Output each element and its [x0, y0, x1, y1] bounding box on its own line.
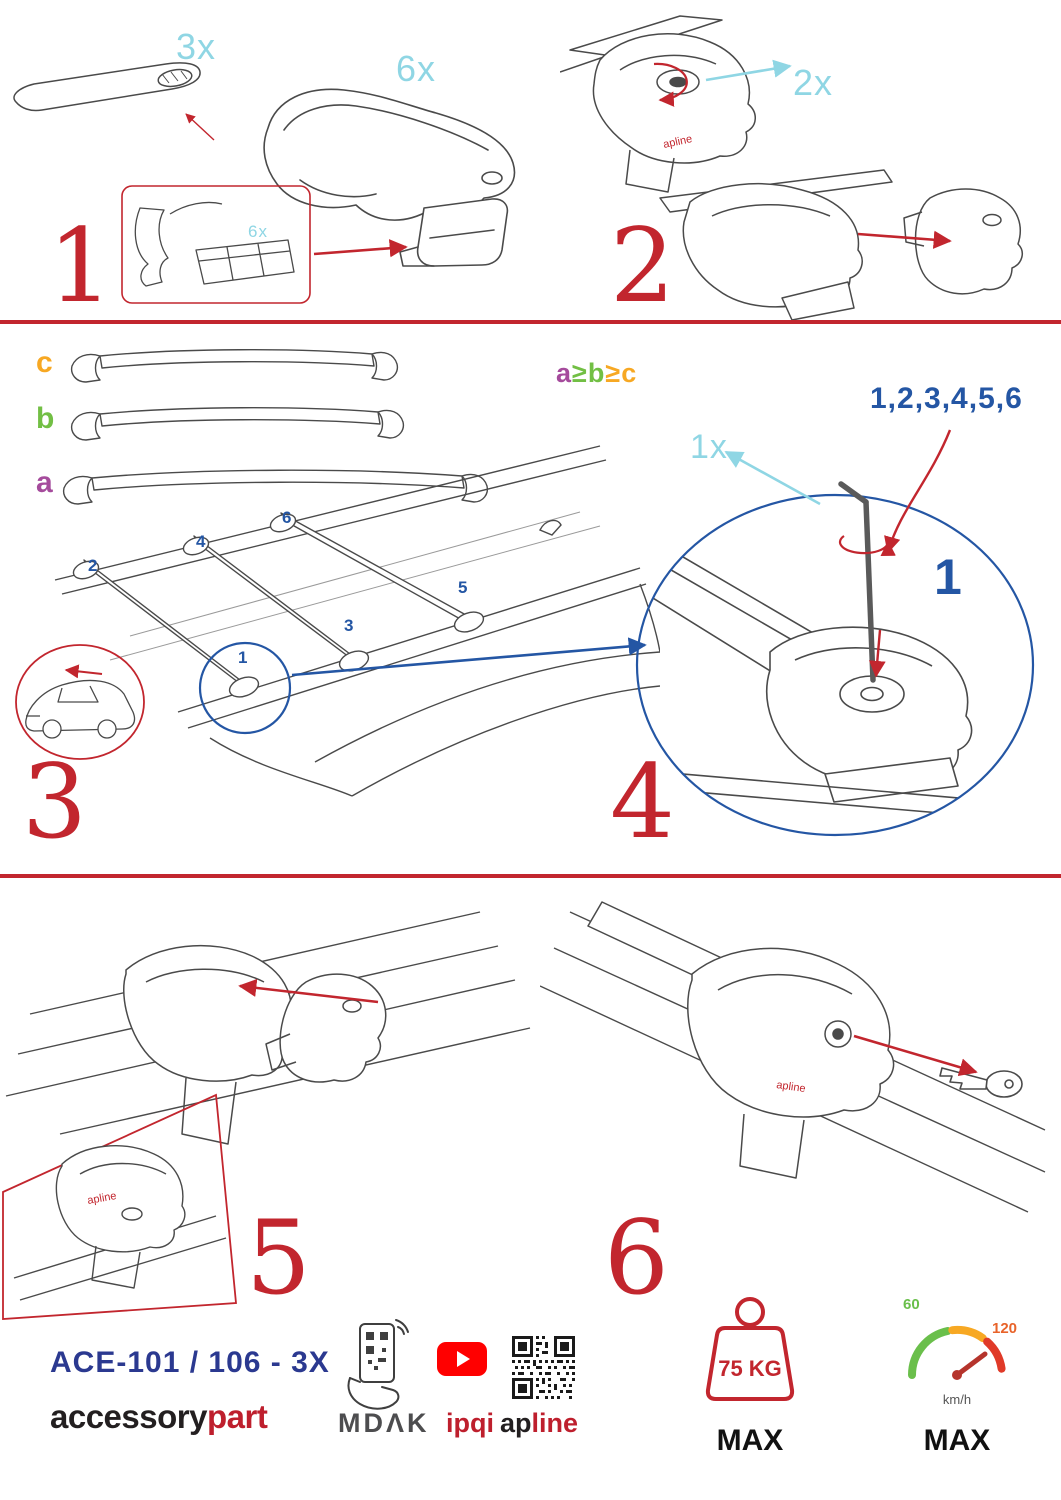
foot-cover-drawing [123, 944, 387, 1145]
apline-ap: ap [500, 1408, 532, 1438]
tool-qty-arrow [724, 450, 821, 506]
qr-code [512, 1336, 575, 1399]
rule-b: b [587, 358, 606, 388]
speed-max-label: MAX [923, 1424, 991, 1457]
roof-crossbars-drawing [72, 512, 485, 698]
ipqi-label: ipqi [446, 1408, 494, 1438]
roof-position-1: 1 [238, 648, 248, 667]
crossbar-a-drawing [62, 469, 489, 505]
slide-cover-arrow [238, 978, 379, 1004]
roof-position-6: 6 [282, 508, 292, 527]
rotate-tool-arrow [838, 535, 896, 556]
section-divider-1 [0, 320, 1061, 324]
zoom-link-arrow [291, 637, 647, 677]
car-inset-drawing [15, 644, 145, 760]
step-number-4: 4 [610, 743, 675, 862]
step-number-2: 2 [610, 207, 675, 326]
rule-ge1: ≥ [572, 358, 588, 388]
first-position-label: 1 [934, 549, 962, 605]
speed-unit-label: km/h [942, 1392, 972, 1407]
brand-accessory: accessory [50, 1398, 207, 1435]
rule-a: a [556, 358, 573, 388]
apline-line: line [531, 1408, 579, 1438]
inset-detail: apline [2, 1093, 237, 1320]
foot-qty-label: 6x [396, 48, 437, 89]
apline-mark: apline [776, 1079, 807, 1095]
bar-letter-c: c [36, 346, 53, 379]
sequence-order-arrow [884, 429, 952, 554]
crossbar-c-drawing [70, 349, 399, 383]
step4-illustration [635, 429, 1035, 837]
attach-endcap-arrow [857, 230, 952, 249]
pad-qty-label: 6x [248, 222, 268, 241]
allen-key-drawing [838, 481, 876, 683]
apline-mark: apline [86, 1190, 117, 1207]
size-rule-label: a≥b≥c [556, 358, 637, 389]
weight-max-label: MAX [716, 1424, 784, 1457]
tighten-sequence-label: 1,2,3,4,5,6 [870, 382, 1023, 415]
insert-key-arrow [853, 1034, 978, 1077]
zoom-circle [635, 493, 1035, 837]
zoom-detail-drawing [637, 539, 1029, 821]
roof-position-2: 2 [88, 556, 98, 575]
pad-to-foot-arrow [313, 239, 408, 258]
position1-highlight-circle [198, 641, 292, 735]
step-number-3: 3 [22, 743, 87, 862]
speedometer-needle [952, 1351, 988, 1380]
foot-lock-drawing: apline [587, 901, 895, 1179]
step-number-6: 6 [604, 1199, 669, 1318]
speedometer-icon [908, 1325, 1006, 1380]
foot-clamp-drawing [263, 88, 516, 267]
step6-illustration: apline [540, 901, 1046, 1213]
pad-inset-box [121, 185, 311, 304]
brand-part: part [206, 1398, 268, 1435]
weight-limit-icon [705, 1297, 795, 1401]
key-qty-arrow [705, 59, 792, 82]
bar-letter-b: b [36, 402, 55, 435]
foot-with-lock-drawing: apline [560, 15, 756, 193]
tool-qty-label: 1x [690, 428, 728, 466]
crossbar-b-drawing [70, 407, 405, 441]
roof-direction-arrow [64, 664, 103, 679]
rule-ge2: ≥ [605, 358, 622, 388]
weight-limit-value: 75 KG [718, 1356, 782, 1381]
roof-position-5: 5 [458, 578, 468, 597]
step3-illustration [15, 349, 660, 797]
bar-letter-a: a [36, 466, 53, 499]
roof-perspective-drawing [54, 445, 660, 797]
tube-pointer-arrow [185, 113, 215, 141]
phone-scan-icon [347, 1319, 409, 1410]
speed-max-value: 120 [992, 1320, 1018, 1337]
bar-qty-label: 3x [176, 26, 217, 67]
step1-illustration [13, 62, 516, 304]
rotate-key-arrow [653, 62, 688, 107]
step-number-1: 1 [48, 207, 113, 326]
roof-position-3: 3 [344, 616, 354, 635]
mdak-logo: MDΛK [338, 1408, 430, 1438]
apline-mark: apline [662, 133, 693, 151]
crossbar-tube-drawing [13, 62, 201, 112]
bar-foot-endcap-drawing [659, 169, 1023, 321]
youtube-icon [437, 1342, 487, 1376]
step5-illustration: apline [2, 911, 531, 1320]
step2-illustration: apline [560, 15, 1023, 321]
apline-logo: apline [500, 1408, 578, 1439]
section-divider-2 [0, 874, 1061, 878]
product-code: ACE-101 / 106 - 3X [50, 1346, 330, 1379]
speed-min-label: 60 [903, 1296, 920, 1313]
key-drawing [939, 1067, 1023, 1098]
bolt-arrow [868, 629, 886, 678]
key-qty-label: 2x [793, 62, 834, 103]
roof-position-4: 4 [196, 532, 206, 551]
step-number-5: 5 [246, 1199, 311, 1318]
rule-c: c [621, 358, 638, 388]
accessorypart-logo: accessorypart [50, 1398, 268, 1436]
